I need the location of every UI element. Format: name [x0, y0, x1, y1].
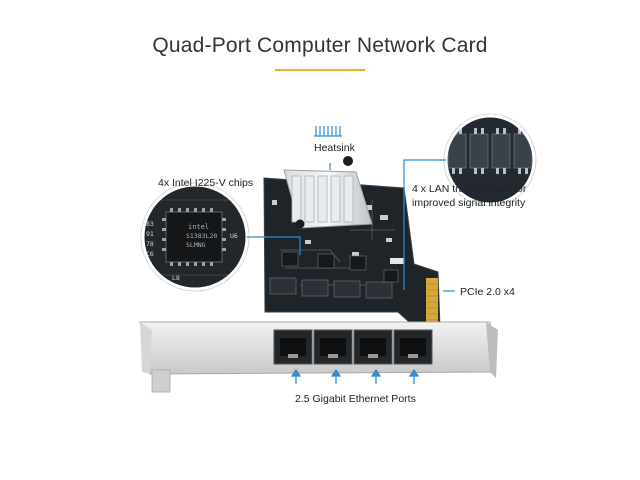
arrow-up-icon: [330, 368, 342, 384]
transformers-label-line1: 4 x LAN transformers for: [412, 183, 527, 195]
chip-side-label: 78: [146, 240, 154, 248]
chip-side-label: 91: [146, 230, 154, 238]
ports-label: 2.5 Gigabit Ethernet Ports: [295, 393, 416, 405]
chip-side-label: C6: [146, 250, 154, 258]
chip-marking-1: intel: [188, 223, 209, 231]
port-arrows: [290, 368, 420, 384]
chip-marking-2: S1383L20: [186, 232, 217, 240]
pcie-edge-connector: [426, 278, 438, 326]
transformer-zoom-circle: [443, 113, 537, 207]
chip-bottom-label: L8: [172, 274, 180, 282]
arrow-up-icon: [408, 368, 420, 384]
title-underline: [275, 69, 365, 71]
heatsink: [283, 156, 373, 229]
heatsink-icon: [314, 126, 342, 137]
chip-corner-label: U6: [230, 232, 238, 240]
arrow-up-icon: [290, 368, 302, 384]
pcie-label: PCIe 2.0 x4: [460, 286, 515, 298]
rj45-ports: [273, 329, 433, 365]
chip-marking-3: SLMNG: [186, 241, 206, 249]
transformers-label-line2: improved signal integrity: [412, 197, 526, 209]
chips-label: 4x Intel I225-V chips: [158, 177, 254, 189]
arrow-up-icon: [370, 368, 382, 384]
chip-side-label: 83: [146, 220, 154, 228]
chip-zoom-circle: intel S1383L20 SLMNG 83 91 78 C6 U6 L8: [140, 182, 250, 292]
heatsink-label: Heatsink: [314, 142, 355, 154]
page-title: Quad-Port Computer Network Card: [152, 34, 488, 57]
callout-lines: [247, 159, 455, 292]
